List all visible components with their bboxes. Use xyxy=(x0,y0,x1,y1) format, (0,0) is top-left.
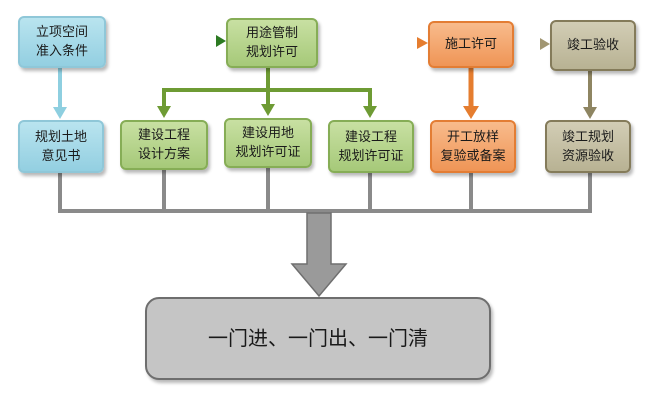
box-planning-opinion-label: 规划土地 意见书 xyxy=(34,129,87,164)
box-one-door-service-label: 一门进、一门出、一门清 xyxy=(208,326,428,350)
box-land-use-certificate: 建设用地 规划许可证 xyxy=(224,118,312,168)
box-one-door-service: 一门进、一门出、一门清 xyxy=(145,297,491,380)
collector-bus xyxy=(58,168,592,213)
box-project-planning-certificate: 建设工程 规划许可证 xyxy=(328,120,414,173)
box-land-use-permit-label: 用途管制 规划许可 xyxy=(245,26,298,60)
box-completion-acceptance: 竣工验收 xyxy=(550,20,636,71)
arrow-construction-to-setout xyxy=(463,68,479,119)
box-planning-acceptance: 竣工规划 资源验收 xyxy=(545,120,631,173)
box-land-use-permit: 用途管制 规划许可 xyxy=(226,18,318,68)
box-planning-acceptance-label: 竣工规划 资源验收 xyxy=(561,129,614,164)
box-construction-permit: 施工许可 xyxy=(428,21,514,68)
arrow-landuse-to-construction xyxy=(318,37,428,49)
box-completion-acceptance-label: 竣工验收 xyxy=(566,38,619,53)
arrow-access-to-landuse xyxy=(106,35,226,47)
box-setting-out-review: 开工放样 复验或备案 xyxy=(430,120,516,173)
arrow-to-one-door xyxy=(290,212,348,298)
arrow-access-to-opinion xyxy=(53,68,67,119)
box-construction-permit-label: 施工许可 xyxy=(444,37,497,52)
box-spatial-access-label: 立项空间 准入条件 xyxy=(35,25,88,59)
box-land-use-certificate-label: 建设用地 规划许可证 xyxy=(235,126,301,160)
box-planning-opinion: 规划土地 意见书 xyxy=(18,120,104,173)
box-setting-out-review-label: 开工放样 复验或备案 xyxy=(440,129,506,164)
box-spatial-access: 立项空间 准入条件 xyxy=(18,16,106,68)
arrow-construction-to-completion xyxy=(514,38,550,50)
box-project-planning-certificate-label: 建设工程 规划许可证 xyxy=(338,129,404,164)
box-design-scheme: 建设工程 设计方案 xyxy=(120,120,208,170)
arrow-completion-to-acceptance xyxy=(583,71,597,119)
arrow-landuse-branch xyxy=(157,68,377,118)
box-design-scheme-label: 建设工程 设计方案 xyxy=(137,128,190,162)
